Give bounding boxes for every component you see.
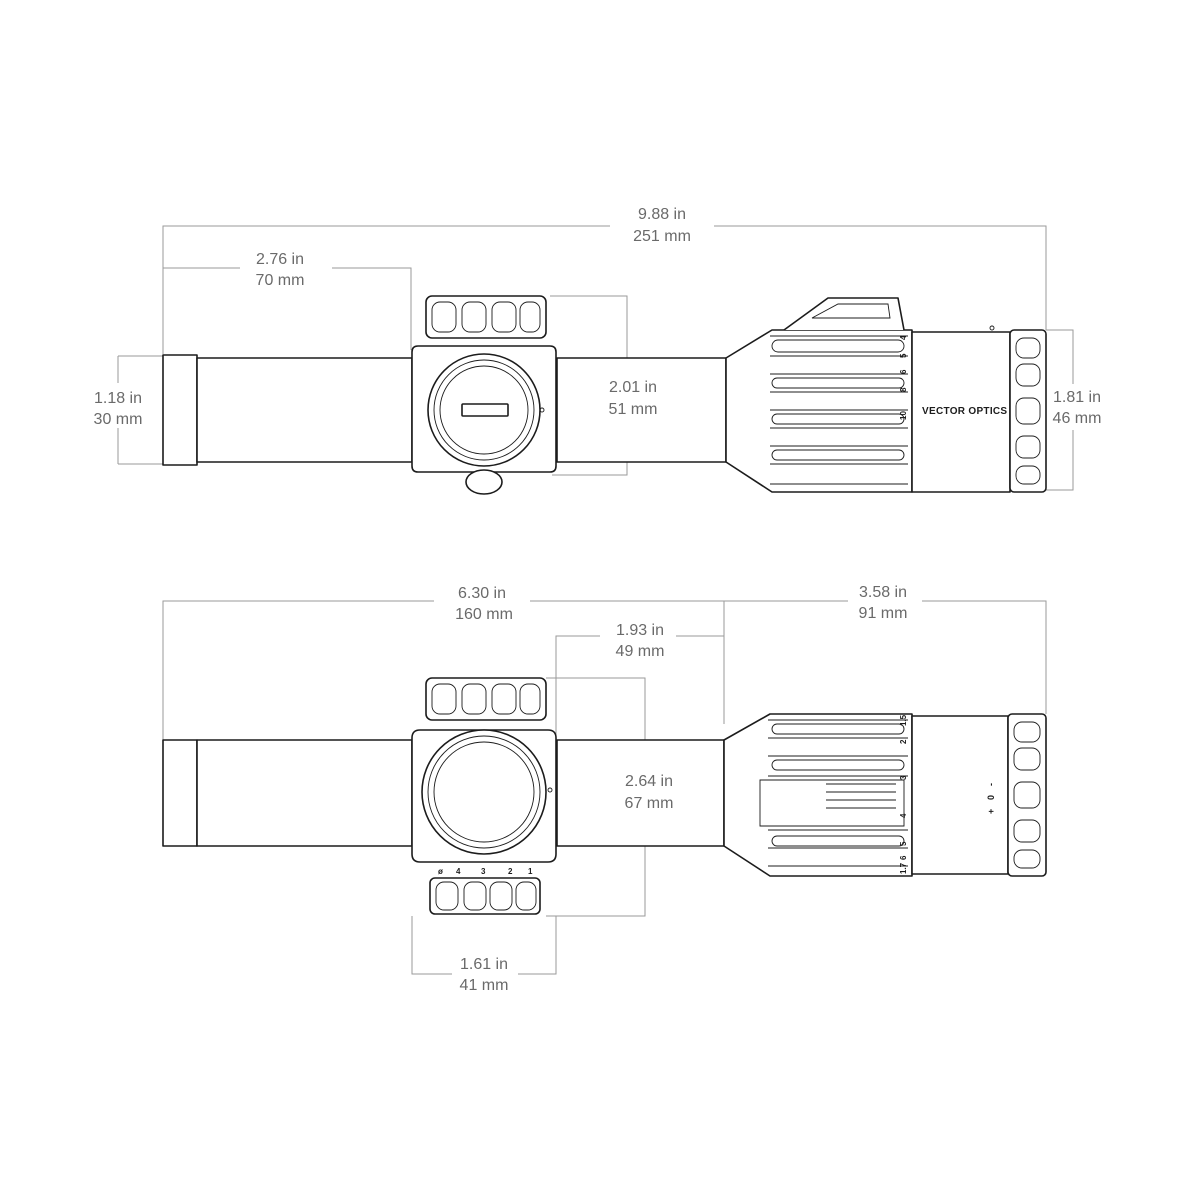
top-bell <box>725 329 913 493</box>
top-rear-tube <box>196 357 413 463</box>
illum-mark: 3 <box>481 867 486 876</box>
top-dimension-lines <box>117 225 1074 491</box>
top-zoom-mark: 5 <box>899 353 908 358</box>
top-brand-label: VECTOR OPTICS <box>922 406 1007 417</box>
top-objective-ring <box>1009 329 1047 493</box>
eyepiece-diameter-in: 1.18 in <box>94 390 142 407</box>
side-eyepiece <box>162 739 198 847</box>
top-side-knob <box>465 469 503 495</box>
side-objective-housing <box>911 715 1009 875</box>
turret-to-tube-mm: 49 mm <box>616 643 665 660</box>
side-scope-body: 1.5 2 3 4 5 6 1.7 + 0 - <box>162 677 1047 915</box>
top-zoom-mark: 6 <box>899 369 908 374</box>
top-zoom-mark: 8 <box>899 387 908 392</box>
turret-width-mm: 41 mm <box>460 977 509 994</box>
turret-offset-mm: 70 mm <box>256 272 305 289</box>
front-length-mm: 91 mm <box>859 605 908 622</box>
top-objective-housing <box>911 331 1011 493</box>
top-throw-lever <box>783 297 905 331</box>
turret-span-mm: 67 mm <box>625 795 674 812</box>
side-illumination-dial <box>429 877 541 915</box>
turret-offset-in: 2.76 in <box>256 251 304 268</box>
side-zoom-mark: 2 <box>899 739 908 744</box>
side-zoom-mark: 3 <box>899 775 908 780</box>
diopter-mark: - <box>986 783 996 786</box>
top-scope-body: VECTOR OPTICS 4 5 6 8 10 <box>162 295 1047 495</box>
side-zoom-mark: 6 <box>899 855 908 860</box>
side-zoom-mark: 5 <box>899 841 908 846</box>
turret-height-mm: 51 mm <box>609 401 658 418</box>
rear-length-mm: 160 mm <box>455 606 513 623</box>
objective-diameter-in: 1.81 in <box>1053 389 1101 406</box>
eyepiece-diameter-mm: 30 mm <box>94 411 143 428</box>
turret-width-in: 1.61 in <box>460 956 508 973</box>
turret-to-tube-in: 1.93 in <box>616 622 664 639</box>
turret-height-in: 2.01 in <box>609 379 657 396</box>
illum-mark: 1 <box>528 867 533 876</box>
side-zoom-mark: 1.7 <box>899 862 908 874</box>
side-rear-tube <box>196 739 413 847</box>
top-zoom-mark: 4 <box>899 335 908 340</box>
side-objective-ring <box>1007 713 1047 877</box>
side-front-tube <box>556 739 725 847</box>
side-windage-cap <box>421 729 547 855</box>
objective-diameter-mm: 46 mm <box>1053 410 1102 427</box>
illum-mark: ø <box>438 867 443 876</box>
illum-mark: 4 <box>456 867 461 876</box>
top-windage-slot <box>461 403 509 417</box>
diopter-mark: + <box>986 809 996 814</box>
side-dimension-labels: 6.30 in 160 mm 3.58 in 91 mm 1.93 in 49 … <box>455 584 907 994</box>
top-eyepiece <box>162 354 198 466</box>
rear-length-in: 6.30 in <box>458 585 506 602</box>
overall-length-in: 9.88 in <box>638 206 686 223</box>
front-length-in: 3.58 in <box>859 584 907 601</box>
side-dimension-lines <box>162 600 1047 975</box>
top-zoom-mark: 10 <box>899 411 908 420</box>
overall-length-mm: 251 mm <box>633 228 691 245</box>
side-bell <box>723 713 913 877</box>
side-zoom-mark: 1.5 <box>899 714 908 726</box>
illum-mark: 2 <box>508 867 513 876</box>
top-dimension-labels: 9.88 in 251 mm 2.76 in 70 mm 1.18 in 30 … <box>94 206 1102 428</box>
diopter-mark: 0 <box>986 795 996 800</box>
side-zoom-mark: 4 <box>899 813 908 818</box>
turret-span-in: 2.64 in <box>625 773 673 790</box>
